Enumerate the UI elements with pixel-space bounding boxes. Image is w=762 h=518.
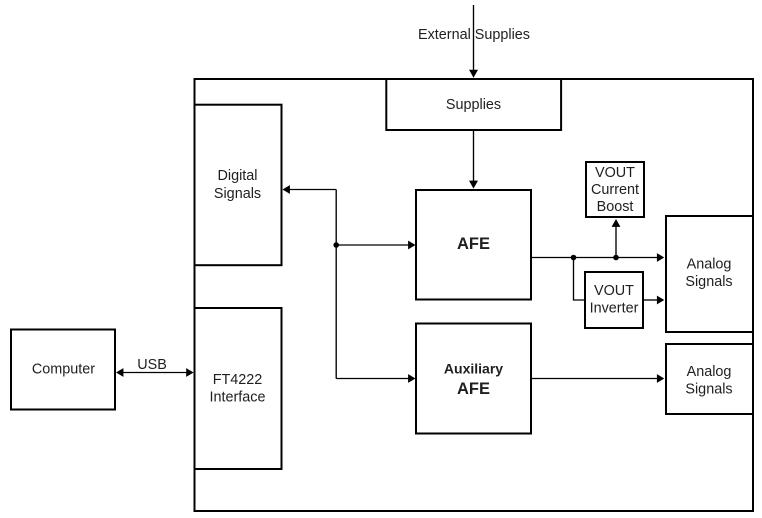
- svg-text:Boost: Boost: [597, 199, 634, 215]
- svg-text:Current: Current: [591, 182, 639, 198]
- svg-text:Interface: Interface: [210, 390, 266, 406]
- svg-text:Digital: Digital: [218, 168, 258, 184]
- svg-text:Signals: Signals: [214, 186, 261, 202]
- svg-text:FT4222: FT4222: [213, 372, 263, 388]
- svg-text:Analog: Analog: [687, 257, 732, 273]
- svg-text:USB: USB: [137, 357, 167, 373]
- svg-text:Analog: Analog: [687, 364, 732, 380]
- svg-text:Supplies: Supplies: [446, 97, 501, 113]
- svg-text:AFE: AFE: [457, 380, 490, 398]
- svg-text:Inverter: Inverter: [590, 301, 639, 317]
- svg-text:External Supplies: External Supplies: [418, 27, 530, 43]
- svg-text:Signals: Signals: [685, 274, 732, 290]
- svg-text:Computer: Computer: [32, 362, 95, 378]
- svg-text:VOUT: VOUT: [595, 165, 635, 181]
- svg-text:VOUT: VOUT: [594, 283, 634, 299]
- svg-text:Signals: Signals: [685, 382, 732, 398]
- svg-text:Auxiliary: Auxiliary: [444, 361, 503, 377]
- svg-text:AFE: AFE: [457, 235, 490, 253]
